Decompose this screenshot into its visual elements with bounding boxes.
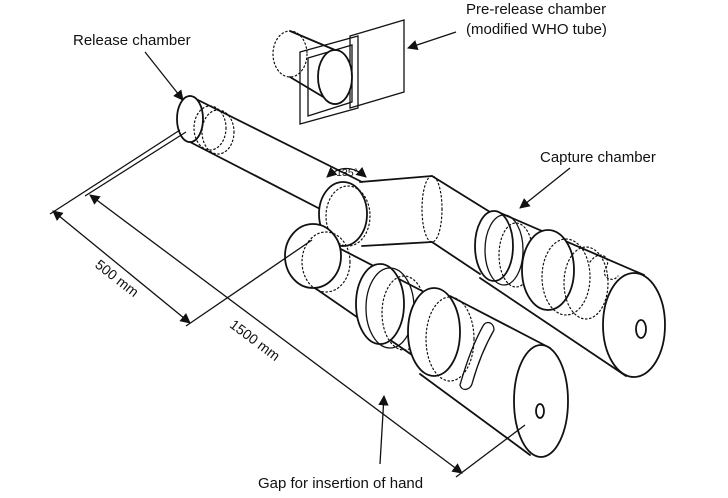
capture-end-hole bbox=[635, 319, 647, 339]
release-callout-arrow bbox=[144, 51, 184, 101]
release-chamber-end bbox=[176, 95, 204, 143]
capture-chamber-end bbox=[602, 272, 666, 378]
dimension-500mm: 500 mm bbox=[49, 129, 313, 327]
pre-release-label-line1: Pre-release chamber bbox=[466, 1, 606, 18]
lower-tube-end bbox=[513, 344, 569, 458]
capture-ring-2 bbox=[521, 229, 575, 311]
pre-release-label-line2: (modified WHO tube) bbox=[466, 21, 607, 38]
hand-gap bbox=[459, 321, 495, 391]
lower-ring-1 bbox=[355, 263, 405, 345]
upper-branch-tube bbox=[359, 175, 491, 275]
capture-ring-1 bbox=[474, 210, 514, 282]
angle-arc bbox=[326, 166, 367, 178]
lower-ring-2 bbox=[407, 287, 461, 377]
gap-hand-label: Gap for insertion of hand bbox=[258, 475, 423, 492]
dimension-1500mm: 1500 mm bbox=[84, 131, 526, 478]
capture-chamber bbox=[474, 210, 666, 378]
dim-1500-label: 1500 mm bbox=[227, 316, 283, 364]
angle-label: 135° bbox=[336, 167, 358, 179]
lower-tube-start bbox=[284, 223, 342, 289]
pre-release-callout-arrow bbox=[407, 31, 457, 50]
capture-callout-arrow bbox=[519, 167, 571, 209]
release-chamber-label: Release chamber bbox=[73, 32, 191, 49]
gap-callout-arrow bbox=[378, 394, 389, 465]
pre-release-tube-end bbox=[317, 49, 353, 105]
capture-chamber-label: Capture chamber bbox=[540, 149, 656, 166]
pre-release-plate-front bbox=[299, 35, 359, 125]
lower-end-hole bbox=[535, 403, 545, 419]
pre-release-chamber bbox=[272, 19, 405, 125]
